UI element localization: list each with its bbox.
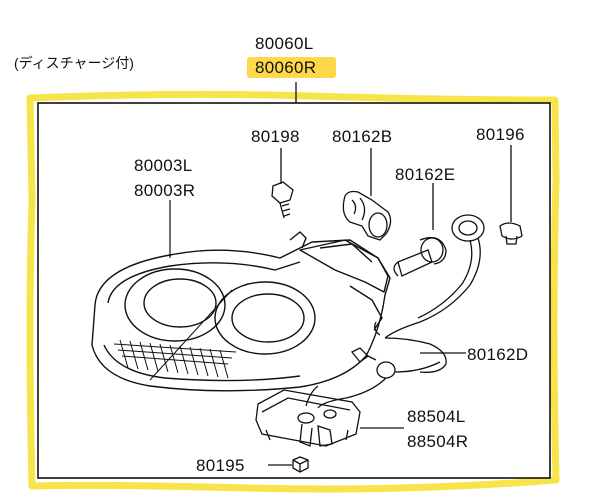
lens-hatch [113, 339, 237, 379]
part-highlight [247, 57, 336, 78]
bolt-part [271, 148, 294, 219]
label-ballast-r: 88504R [407, 432, 469, 451]
bulb-e-part [393, 183, 447, 277]
label-nut: 80195 [196, 456, 245, 475]
nut-part [268, 456, 309, 473]
bulb-d-part [317, 347, 466, 409]
headlamp-housing [91, 231, 391, 392]
ballast-part [255, 385, 404, 447]
bulb-b-part [342, 148, 392, 241]
label-assembly-l: 80060L [255, 34, 314, 53]
label-grommet: 80196 [476, 125, 525, 144]
label-housing-l: 80003L [134, 156, 193, 175]
label-ballast-l: 88504L [407, 407, 466, 426]
label-bolt: 80198 [251, 127, 300, 146]
label-housing-r: 80003R [134, 181, 196, 200]
label-assembly-r: 80060R [255, 58, 317, 77]
diagram-frame [37, 102, 551, 479]
discharge-note: (ディスチャージ付) [14, 55, 134, 71]
label-bulb-e: 80162E [395, 165, 456, 184]
highlight-frame [26, 90, 560, 493]
label-bulb-d: 80162D [467, 345, 529, 364]
label-bulb-b: 80162B [332, 127, 393, 146]
grommet-part [499, 145, 523, 245]
